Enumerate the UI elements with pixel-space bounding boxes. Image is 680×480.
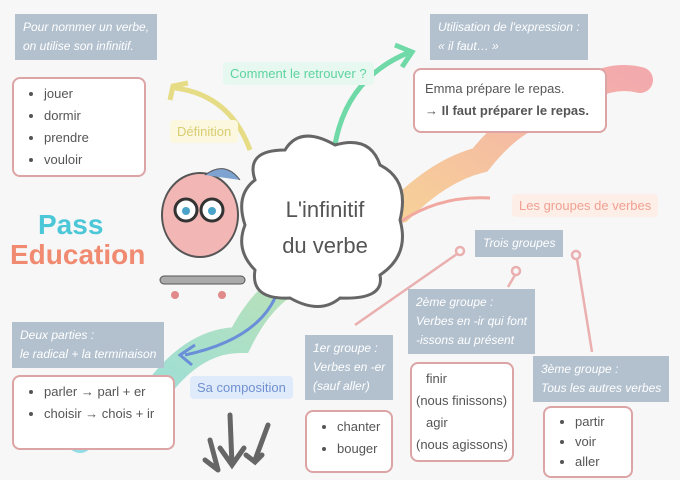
composition-label: Deux parties :le radical + la terminaiso… (12, 322, 165, 368)
decorative-arrows (202, 412, 271, 473)
central-cloud (240, 134, 404, 308)
group1-label: 1er groupe :Verbes en -er(sauf aller) (305, 335, 394, 400)
group2-examples-box: finir(nous finissons)agir(nous agissons) (410, 362, 514, 462)
definition-tag: Définition (170, 120, 239, 143)
trois-groupes-label: Trois groupes (475, 230, 564, 257)
group1-examples-box: chanterbouger (305, 410, 393, 473)
pass-education-logo: Pass Education (10, 209, 146, 270)
definition-arrow (174, 85, 253, 151)
group3-label: 3ème groupe :Tous les autres verbes (533, 356, 670, 402)
retrouver-arrow (330, 49, 411, 161)
composition-examples-box: parler → parl + erchoisir → chois + ir (12, 375, 175, 450)
groupes-arrow (399, 196, 491, 224)
group3-examples-box: partirvoiraller (543, 406, 633, 478)
definition-examples-box: jouerdormirprendrevouloir (12, 77, 146, 177)
retrouver-label: Utilisation de l'expression :« il faut… … (430, 14, 588, 60)
retrouver-example-box: Emma prépare le repas.→ Il faut préparer… (413, 68, 607, 133)
composition-tag: Sa composition (190, 376, 293, 399)
retrouver-tag: Comment le retrouver ? (223, 62, 374, 85)
definition-label: Pour nommer un verbe,on utilise son infi… (15, 14, 158, 60)
brain-mascot-icon (159, 168, 246, 299)
group2-label: 2ème groupe :Verbes en -ir qui font-isso… (408, 289, 535, 354)
groupes-tag: Les groupes de verbes (512, 194, 659, 217)
composition-arrow (184, 297, 277, 357)
